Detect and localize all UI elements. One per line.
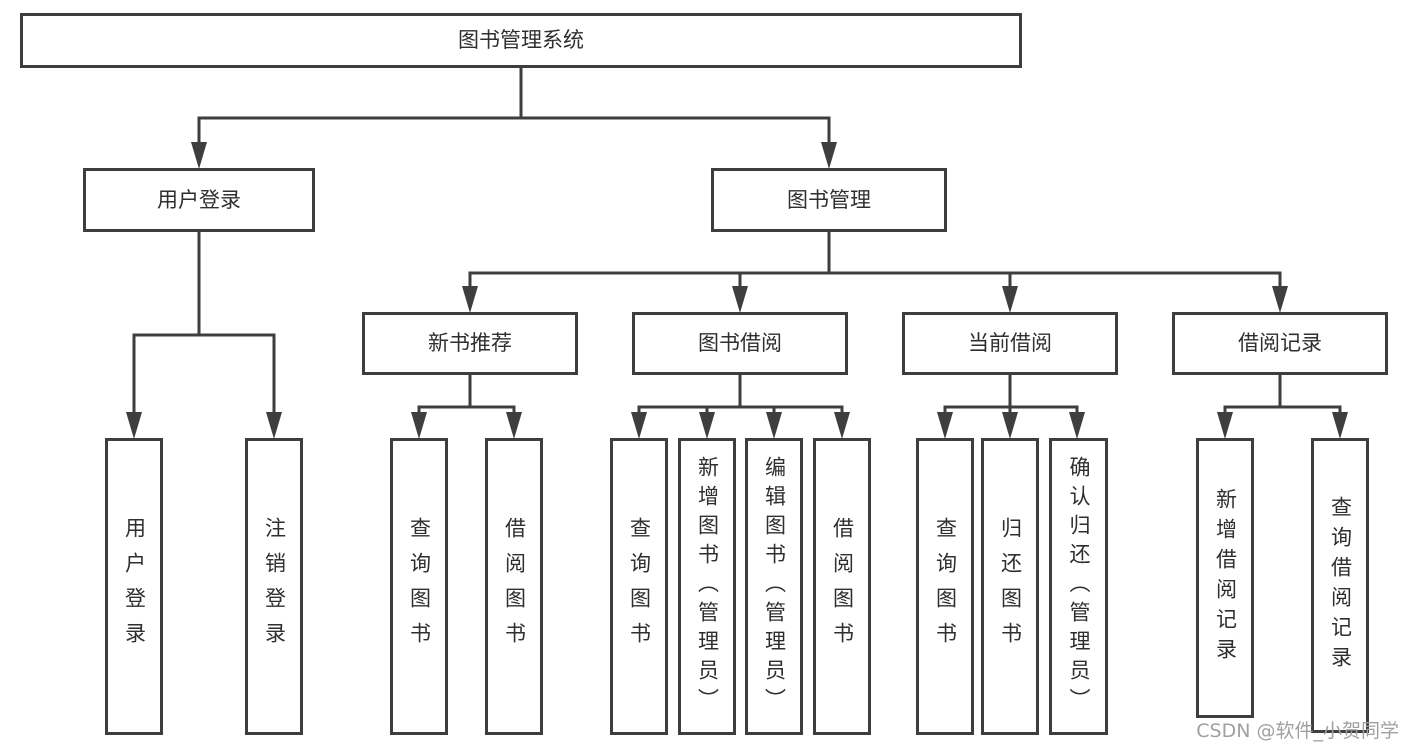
leaf-edit-books-admin: 编辑图书（管理员） bbox=[745, 438, 803, 735]
arrowhead bbox=[1217, 412, 1233, 439]
arrowhead bbox=[1002, 412, 1018, 439]
leaf-label: 注销登录 bbox=[262, 516, 287, 657]
node-label: 图书管理系统 bbox=[458, 28, 584, 52]
arrowhead bbox=[732, 286, 748, 313]
leaf-add-books-admin: 新增图书（管理员） bbox=[678, 438, 736, 735]
node-label: 当前借阅 bbox=[968, 331, 1052, 355]
arrowhead bbox=[766, 412, 782, 439]
arrowhead bbox=[191, 142, 207, 169]
leaf-user-login: 用户登录 bbox=[105, 438, 163, 735]
arrowhead bbox=[699, 412, 715, 439]
leaf-label: 新增借阅记录 bbox=[1213, 488, 1238, 668]
leaf-label: 归还图书 bbox=[998, 516, 1023, 657]
leaf-query-books-current: 查询图书 bbox=[916, 438, 974, 735]
connector-book-management-to-level3 bbox=[462, 232, 1288, 313]
leaf-label: 借阅图书 bbox=[502, 516, 527, 657]
leaf-query-books-borrow: 查询图书 bbox=[610, 438, 668, 735]
node-label: 图书管理 bbox=[787, 187, 871, 212]
leaf-label: 借阅图书 bbox=[830, 516, 855, 657]
node-borrow-records: 借阅记录 bbox=[1172, 312, 1388, 375]
node-current-borrow: 当前借阅 bbox=[902, 312, 1118, 375]
leaf-label: 查询借阅记录 bbox=[1328, 495, 1353, 676]
leaf-label: 确认归还（管理员） bbox=[1067, 456, 1091, 717]
leaf-borrow-books-recommend: 借阅图书 bbox=[485, 438, 543, 735]
connector-book-borrow-to-leaves bbox=[631, 375, 850, 439]
arrowhead bbox=[1272, 286, 1288, 313]
connector-user-login-to-leaves bbox=[126, 232, 282, 439]
node-book-borrow: 图书借阅 bbox=[632, 312, 848, 375]
node-user-login: 用户登录 bbox=[83, 168, 315, 232]
leaf-label: 新增图书（管理员） bbox=[695, 456, 720, 717]
arrowhead bbox=[462, 286, 478, 313]
leaf-query-books-recommend: 查询图书 bbox=[390, 438, 448, 735]
leaf-label: 查询图书 bbox=[407, 516, 432, 657]
arrowhead bbox=[937, 412, 953, 439]
node-label: 图书借阅 bbox=[698, 331, 782, 355]
arrowhead bbox=[834, 412, 850, 439]
leaf-borrow-books: 借阅图书 bbox=[813, 438, 871, 735]
arrowhead bbox=[631, 412, 647, 439]
leaf-label: 编辑图书（管理员） bbox=[762, 456, 787, 717]
node-label: 新书推荐 bbox=[428, 331, 512, 355]
arrowhead bbox=[126, 412, 142, 439]
node-book-management: 图书管理 bbox=[711, 168, 947, 232]
arrowhead bbox=[266, 412, 282, 439]
arrowhead bbox=[1332, 412, 1348, 439]
leaf-confirm-return-admin: 确认归还（管理员） bbox=[1049, 438, 1108, 735]
leaf-add-borrow-record: 新增借阅记录 bbox=[1196, 438, 1254, 718]
connector-borrow-records-to-leaves bbox=[1217, 375, 1348, 439]
leaf-query-borrow-record: 查询借阅记录 bbox=[1311, 438, 1369, 733]
arrowhead bbox=[1069, 412, 1085, 439]
node-new-book-recommend: 新书推荐 bbox=[362, 312, 578, 375]
leaf-logout-login: 注销登录 bbox=[245, 438, 303, 735]
node-label: 用户登录 bbox=[157, 187, 241, 212]
arrowhead bbox=[1002, 286, 1018, 313]
connector-current-borrow-to-leaves bbox=[937, 375, 1085, 439]
node-root-system: 图书管理系统 bbox=[20, 13, 1022, 68]
connector-root-to-level2 bbox=[191, 68, 837, 169]
leaf-label: 查询图书 bbox=[933, 516, 958, 657]
leaf-return-books: 归还图书 bbox=[981, 438, 1039, 735]
leaf-label: 查询图书 bbox=[627, 516, 652, 657]
arrowhead bbox=[506, 412, 522, 439]
connector-new-book-recommend-to-leaves bbox=[411, 375, 522, 439]
arrowhead bbox=[411, 412, 427, 439]
leaf-label: 用户登录 bbox=[122, 516, 147, 657]
node-label: 借阅记录 bbox=[1238, 331, 1322, 355]
watermark: CSDN @软件_小贺同学 bbox=[1196, 720, 1399, 742]
arrowhead bbox=[821, 142, 837, 169]
